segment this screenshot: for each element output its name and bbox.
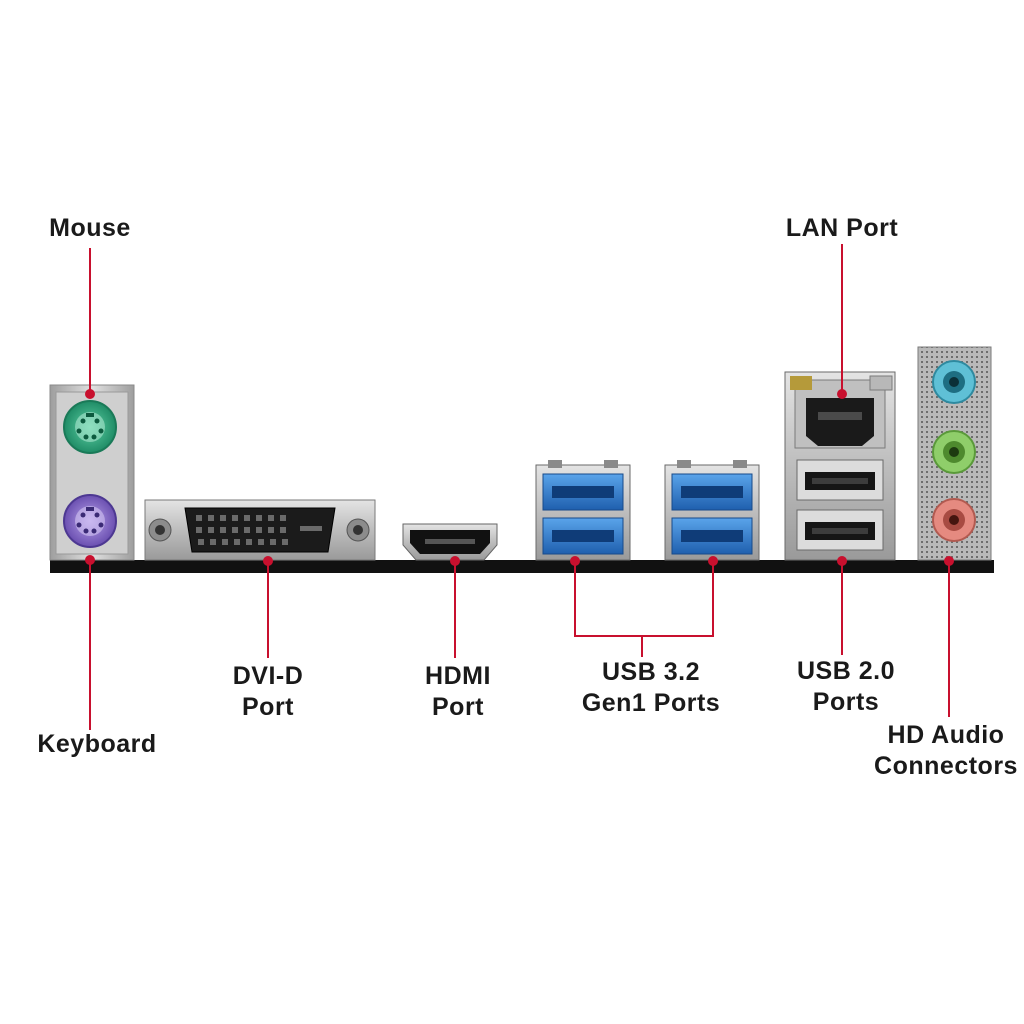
label-lan-port: LAN Port	[785, 214, 899, 242]
label-dvi-line1: DVI-D	[232, 662, 304, 690]
label-usb32-line1: USB 3.2	[602, 658, 700, 686]
label-audio-line1: HD Audio	[887, 721, 1005, 749]
label-keyboard: Keyboard	[37, 730, 157, 758]
label-usb20-line1: USB 2.0	[797, 657, 895, 685]
label-hdmi-line2: Port	[432, 693, 484, 721]
label-hdmi-port: HDMI Port	[408, 661, 508, 723]
hdmi-port	[402, 523, 498, 561]
label-mouse: Mouse	[49, 214, 131, 242]
usb-3-2-stack-1	[535, 460, 631, 561]
label-audio-line2: Connectors	[874, 752, 1018, 780]
label-usb32-line2: Gen1 Ports	[581, 689, 721, 717]
io-plate	[50, 560, 994, 573]
usb-3-2-stack-2	[664, 460, 760, 561]
label-dvi-d-port: DVI-D Port	[218, 661, 318, 723]
dvi-d-port	[144, 499, 376, 561]
label-usb-3-2-ports: USB 3.2 Gen1 Ports	[566, 657, 736, 719]
ps2-ports	[49, 384, 135, 561]
leader-lines	[85, 244, 954, 730]
label-usb-2-0-ports: USB 2.0 Ports	[782, 656, 910, 718]
label-hdmi-line1: HDMI	[425, 662, 491, 690]
hd-audio-jacks	[917, 346, 992, 561]
label-usb20-line2: Ports	[812, 688, 880, 716]
lan-usb2-stack	[784, 371, 896, 561]
label-dvi-line2: Port	[242, 693, 294, 721]
label-hd-audio-connectors: HD Audio Connectors	[868, 720, 1024, 782]
usb32-leader	[574, 561, 714, 637]
